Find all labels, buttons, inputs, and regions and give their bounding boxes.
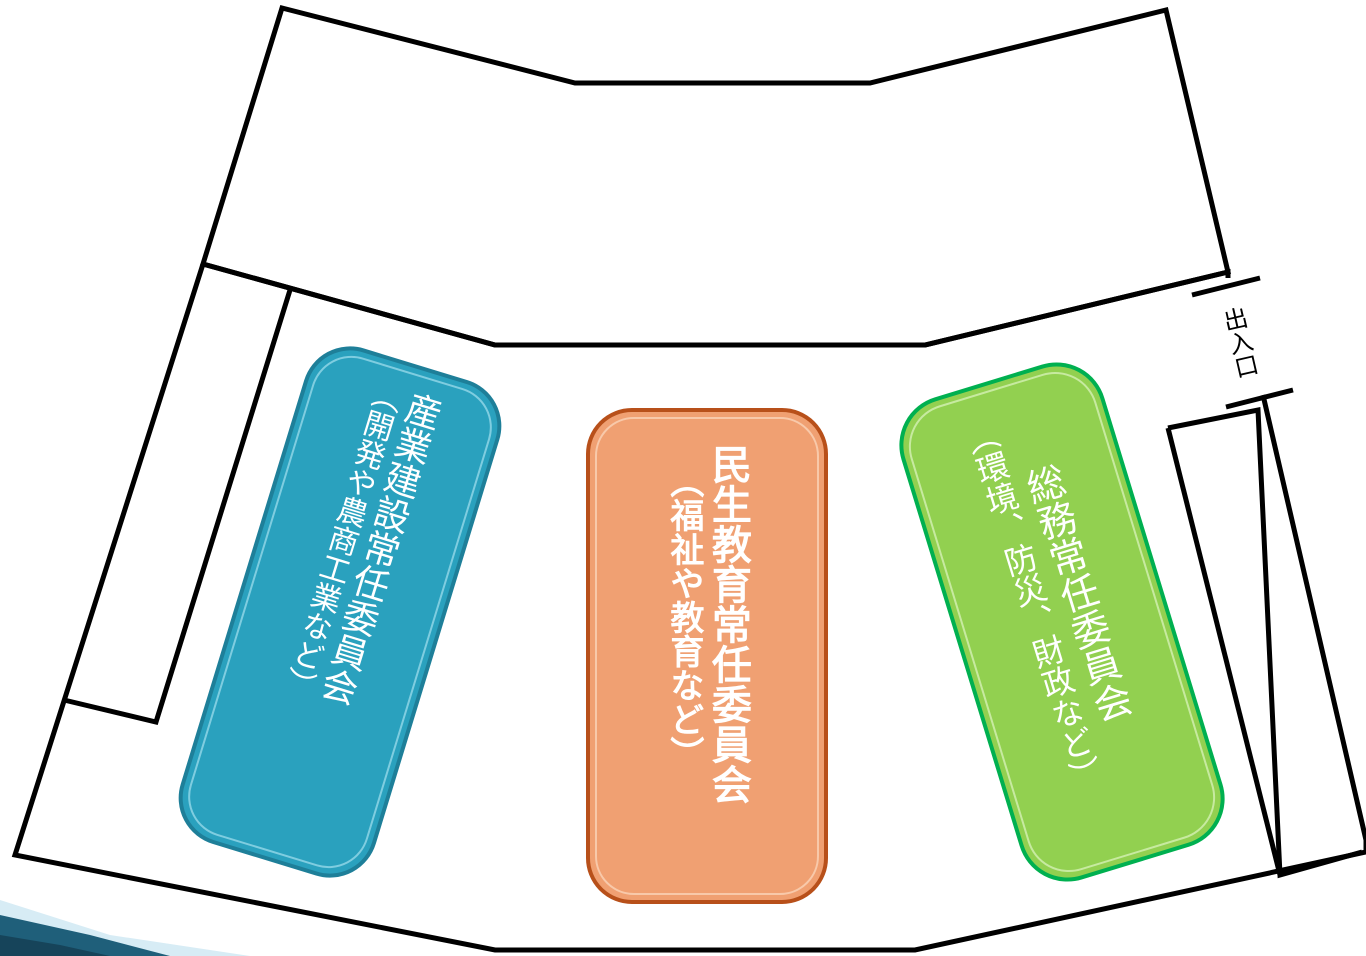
committee-somu: 総務常任委員会 （環境、防災、財政など） [899, 362, 1225, 882]
committee-minsei-kyoiku: 民生教育常任委員会 （福祉や教育など） [586, 408, 828, 904]
entrance-marker-bottom [1225, 387, 1294, 410]
committee-subtitle: （福祉や教育など） [663, 464, 704, 770]
entrance-marker-top [1191, 275, 1261, 298]
entrance-label: 出入口 [1216, 304, 1261, 382]
right-inner-partition [1167, 406, 1363, 879]
main-hall-outline [11, 261, 1366, 953]
upper-room-outline [199, 4, 1232, 348]
slide-corner-decoration [0, 900, 250, 956]
right-inner-partition-lower [1165, 427, 1283, 876]
committee-sangyo-kensetsu: 産業建設常任委員会 （開発や農商工業など） [178, 346, 502, 878]
committee-title: 民生教育常任委員会 [704, 444, 751, 804]
left-inner-partition [63, 289, 293, 725]
